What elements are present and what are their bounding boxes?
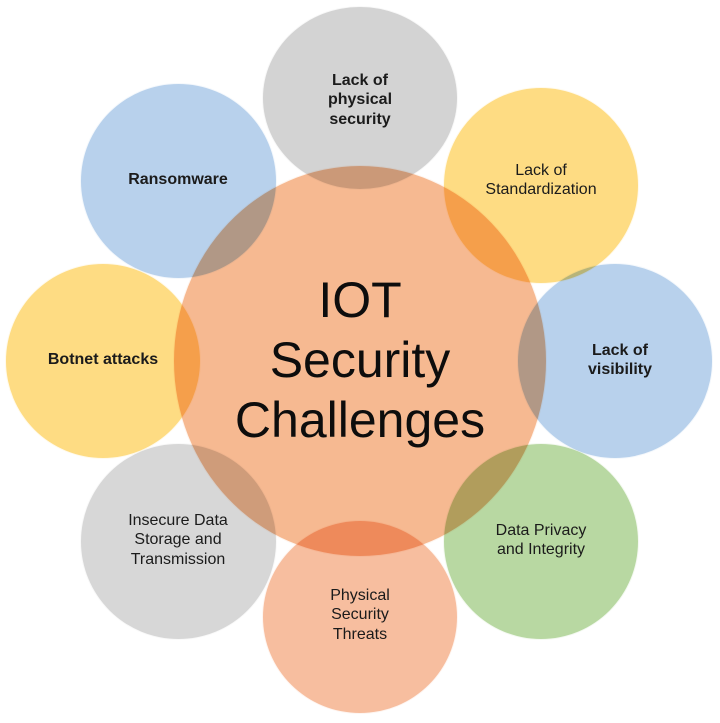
node-label-lack-physical-security: Lack of physical security [327, 72, 393, 128]
center-title-line-2: Security [269, 332, 451, 388]
node-label-data-privacy: Data Privacy and Integrity [495, 521, 587, 558]
node-label-botnet-attacks: Botnet attacks [47, 351, 159, 369]
node-label-lack-standardization: Lack of Standardization [485, 161, 597, 198]
circle-physical-security-threats [262, 520, 458, 714]
circle-lack-physical-security [262, 6, 458, 190]
node-label-physical-security-threats: Physical Security Threats [330, 587, 390, 643]
circle-ransomware [80, 83, 277, 279]
center-title-line-3: Challenges [234, 392, 486, 448]
node-label-lack-visibility: Lack of visibility [587, 341, 653, 378]
circle-lack-visibility [517, 263, 713, 459]
circle-data-privacy [443, 443, 639, 640]
circle-insecure-data [80, 443, 277, 640]
center-title-line-1: IOT [318, 272, 402, 328]
circle-lack-standardization [443, 87, 639, 284]
circle-botnet-attacks [5, 263, 201, 459]
node-label-ransomware: Ransomware [128, 171, 228, 189]
node-label-insecure-data: Insecure Data Storage and Transmission [128, 512, 228, 568]
center-title: IOT Security Challenges [200, 262, 520, 458]
